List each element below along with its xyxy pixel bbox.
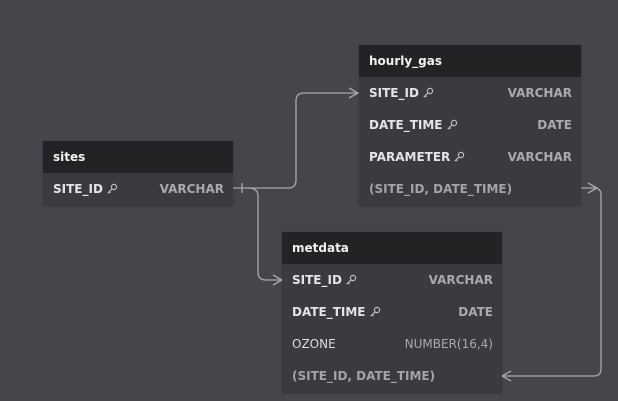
table-title[interactable]: metdata (282, 232, 502, 264)
column-name: SITE_ID (53, 182, 103, 196)
key-icon (423, 87, 434, 98)
table-metdata[interactable]: metdata SITE_ID VARCHAR DATE_TIME DATE O… (282, 232, 502, 392)
relationship-sites-hourly-gas[interactable] (233, 92, 358, 189)
column-type: VARCHAR (507, 86, 572, 100)
column-type: VARCHAR (428, 273, 493, 287)
column-type: NUMBER(16,4) (404, 337, 493, 351)
table-hourly-gas[interactable]: hourly_gas SITE_ID VARCHAR DATE_TIME DAT… (359, 45, 581, 205)
column-name: OZONE (292, 337, 336, 351)
table-sites[interactable]: sites SITE_ID VARCHAR (43, 141, 233, 205)
key-icon (454, 151, 465, 162)
table-title[interactable]: hourly_gas (359, 45, 581, 77)
column-type: DATE (537, 118, 572, 132)
column-name: DATE_TIME (369, 118, 443, 132)
relationship-hourly-gas-metdata[interactable] (502, 187, 602, 377)
column-row[interactable]: OZONE NUMBER(16,4) (282, 328, 502, 360)
column-row[interactable]: DATE_TIME DATE (359, 109, 581, 141)
many-marker (500, 370, 512, 382)
relationship-sites-metdata[interactable] (247, 187, 282, 281)
many-marker (348, 87, 360, 99)
key-icon (369, 306, 380, 317)
column-name: SITE_ID (369, 86, 419, 100)
many-marker (587, 182, 599, 194)
index-columns: (SITE_ID, DATE_TIME) (292, 369, 436, 383)
column-name: SITE_ID (292, 273, 342, 287)
index-row[interactable]: (SITE_ID, DATE_TIME) (282, 360, 502, 392)
column-type: VARCHAR (159, 182, 224, 196)
column-row[interactable]: SITE_ID VARCHAR (43, 173, 233, 205)
index-row[interactable]: (SITE_ID, DATE_TIME) (359, 173, 581, 205)
column-name: PARAMETER (369, 150, 451, 164)
column-row[interactable]: DATE_TIME DATE (282, 296, 502, 328)
column-type: DATE (458, 305, 493, 319)
column-row[interactable]: SITE_ID VARCHAR (282, 264, 502, 296)
key-icon (346, 274, 357, 285)
column-row[interactable]: PARAMETER VARCHAR (359, 141, 581, 173)
key-icon (107, 183, 118, 194)
table-title[interactable]: sites (43, 141, 233, 173)
column-type: VARCHAR (507, 150, 572, 164)
column-row[interactable]: SITE_ID VARCHAR (359, 77, 581, 109)
column-name: DATE_TIME (292, 305, 366, 319)
key-icon (446, 119, 457, 130)
index-columns: (SITE_ID, DATE_TIME) (369, 182, 513, 196)
